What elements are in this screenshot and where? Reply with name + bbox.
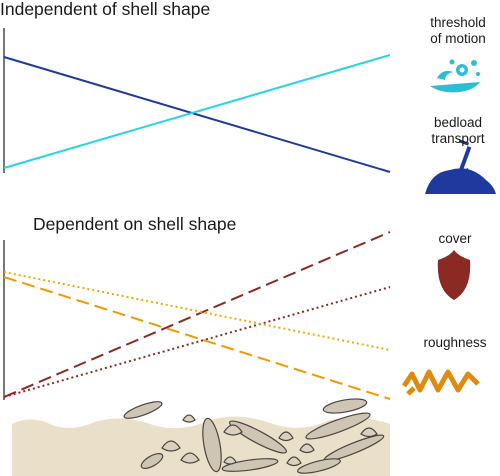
shell-rod	[202, 417, 222, 473]
legend-roughness-label: roughness	[423, 335, 487, 350]
clam-shell	[180, 452, 200, 464]
clam-shell	[161, 440, 181, 452]
shell-rod	[123, 401, 163, 419]
shell-rod	[297, 458, 341, 474]
clam-shell	[299, 443, 315, 454]
clam-shell	[223, 456, 237, 465]
shield-icon	[437, 250, 471, 300]
top-panel-title: Independent of shell shape	[0, 0, 211, 19]
zigzag-icon	[401, 369, 480, 396]
threshold-line	[3, 54, 391, 169]
clam-shell	[286, 456, 302, 467]
shell-rod	[221, 458, 279, 472]
legend-cover-label: cover	[438, 231, 472, 246]
shovel-pile-icon	[425, 139, 496, 194]
bedload-line	[3, 56, 391, 173]
clam-shell	[278, 431, 294, 442]
clam-shell	[360, 427, 378, 438]
clam-shell	[182, 414, 196, 423]
bottom-panel-title: Dependent on shell shape	[33, 214, 237, 234]
shell-rod	[322, 398, 368, 414]
clam-shell	[223, 424, 243, 436]
legend-threshold-label: threshold of motion	[430, 15, 486, 46]
shell-rod	[140, 453, 164, 469]
shell-rod	[229, 420, 287, 454]
sediment-bed	[12, 398, 390, 476]
shell-rod	[305, 412, 371, 440]
cover-dotted-line	[3, 286, 391, 398]
legend-bedload-label: bedload transport	[431, 115, 485, 146]
roughness-dotted-line	[3, 271, 391, 351]
cover-dashed-line	[3, 231, 391, 398]
water-splash-icon	[430, 59, 480, 93]
roughness-dashed-line	[3, 276, 391, 400]
